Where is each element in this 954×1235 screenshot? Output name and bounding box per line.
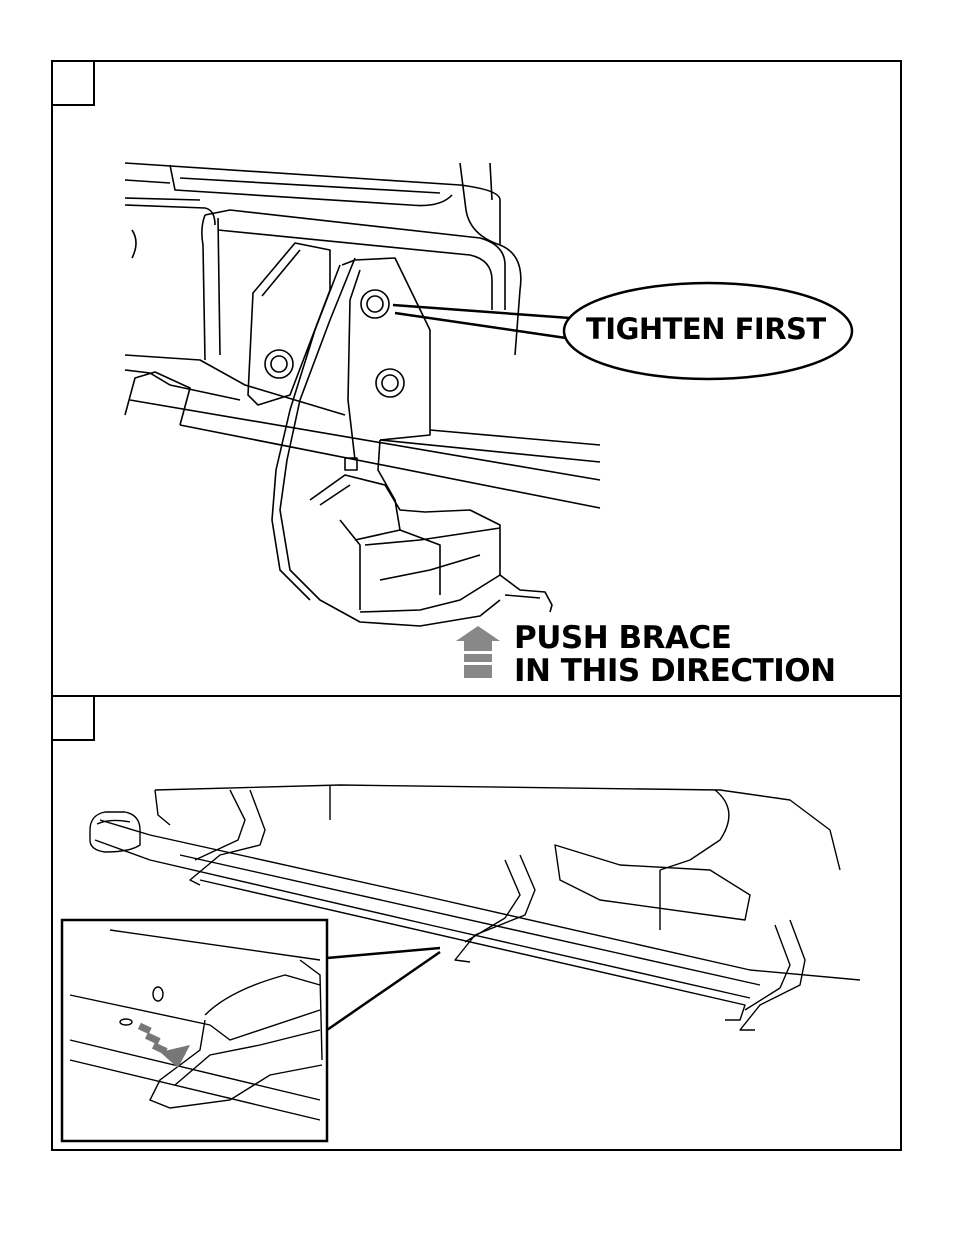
push-direction-label: IN THIS DIRECTION bbox=[514, 653, 836, 689]
detail-inset bbox=[62, 920, 440, 1141]
up-arrow-icon bbox=[456, 626, 500, 678]
push-brace-label: PUSH BRACE bbox=[514, 620, 731, 656]
tighten-first-label: TIGHTEN FIRST bbox=[586, 312, 826, 346]
